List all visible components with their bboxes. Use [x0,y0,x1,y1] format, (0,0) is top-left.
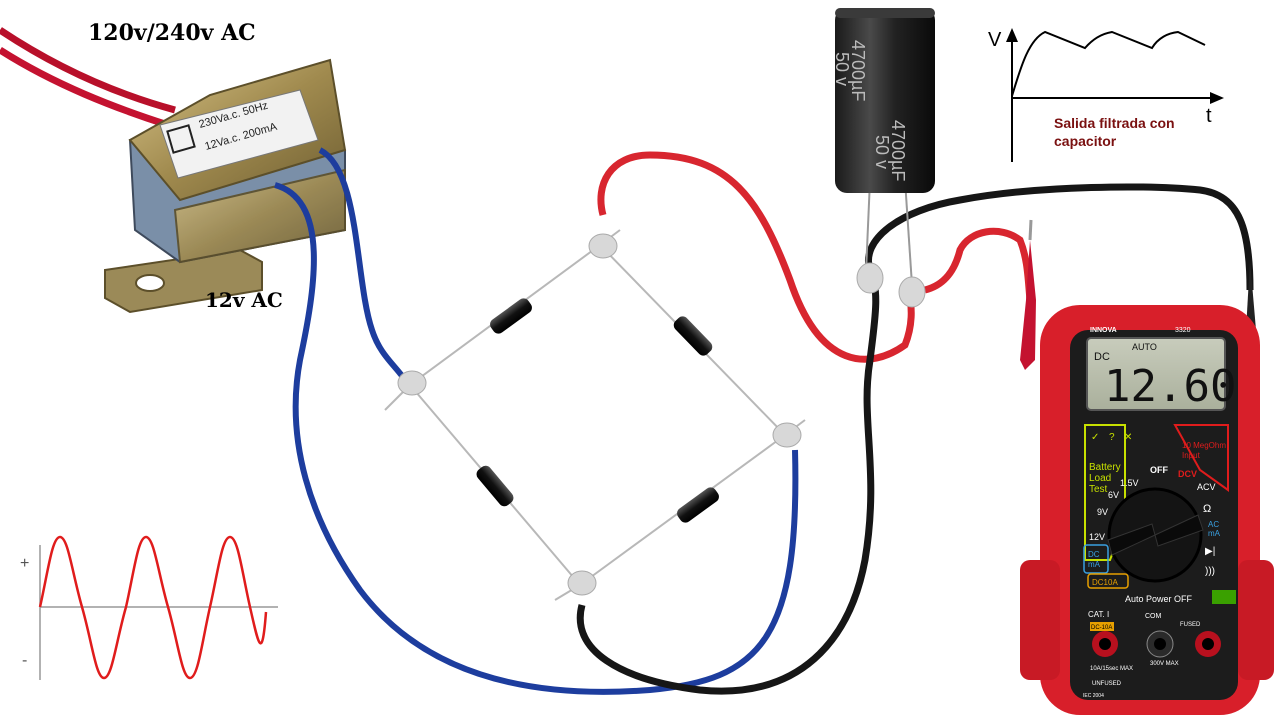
meter-brand: INNOVA [1090,327,1117,334]
acma-label-2: mA [1208,529,1221,538]
lcd-display [1086,337,1226,411]
cross-icon: ✕ [1124,432,1132,443]
secondary-wires [274,147,799,695]
dcma-label-2: mA [1088,560,1101,569]
range-1-5v: 1.5V [1120,478,1139,488]
dcv-label: DCV [1178,469,1197,479]
bridge-node-bottom [567,570,597,596]
range-6v: 6V [1108,490,1119,500]
diode-d3 [476,465,514,507]
acv-label: ACV [1197,482,1216,492]
color-code-badge [1212,590,1236,604]
auto-power-label: Auto Power OFF [1125,594,1193,604]
continuity-icon: ))) [1205,566,1215,577]
capacitor-value-1: 4700µF [848,40,868,101]
com-label: COM [1145,613,1162,620]
unfused-label: UNFUSED [1092,681,1122,687]
diode-bridge [384,229,806,601]
diode-d4 [677,487,719,523]
bridge-node-right [772,422,802,448]
jack-300v-spec: 300V MAX [1150,661,1179,667]
lcd-mode: DC [1094,351,1110,363]
fused-label: FUSED [1180,622,1201,628]
primary-wires [0,27,176,129]
battery-label-2: Load [1089,473,1111,484]
voltage-zone [1173,424,1229,492]
diode-test-icon: ▶| [1205,546,1215,557]
minus-label: - [22,652,27,669]
graph-caption-line1: Salida filtrada con [1054,115,1175,131]
red-probe [1020,240,1036,370]
lcd-auto: AUTO [1132,342,1157,352]
diode-d1 [490,298,532,334]
multimeter: INNOVA 3320 DC AUTO 12.60 ✓ ? ✕ Battery … [1020,219,1274,715]
question-icon: ? [1109,432,1115,443]
plus-label: + [20,555,29,572]
acma-label-1: AC [1208,520,1219,529]
mounting-hole-icon [135,274,165,292]
output-graph: V t Salida filtrada con capacitor [988,28,1224,162]
dc10a-label: DC10A [1092,578,1118,587]
x-axis-arrow-icon [1210,92,1224,104]
filtered-waveform [1011,30,1206,97]
ac-sine-waveform [38,535,268,680]
certification-logo-icon [166,124,196,154]
negative-wire [576,183,1254,695]
lcd-reading: 12.60 [1104,361,1236,412]
capacitor: 4700µF 50 v 4700µF 50 v [832,8,935,308]
check-icon: ✓ [1091,432,1099,443]
graph-x-label: t [1206,105,1212,127]
iec-label: IEC 2004 [1083,693,1104,699]
battery-label-3: Test [1089,484,1108,495]
input-voltage-label: 120v/240v AC [88,20,256,46]
transformer: 230Va.c. 50Hz 12Va.c. 200mA [104,58,347,314]
range-9v: 9V [1097,507,1108,517]
secondary-voltage-label: 12v AC [205,288,283,312]
meter-model: 3320 [1175,327,1191,334]
range-12v: 12V [1089,532,1105,542]
positive-probe-wire [923,227,1034,301]
bridge-node-left [397,370,427,396]
jack-10a-spec: 10A/15sec MAX [1090,666,1133,672]
capacitor-value-2: 4700µF [888,120,908,181]
y-axis-arrow-icon [1006,28,1018,42]
bridge-node-top [588,233,618,259]
capacitor-node-negative [856,262,884,294]
graph-caption-line2: capacitor [1054,133,1117,149]
capacitor-voltage-1: 50 v [832,52,852,86]
positive-output-wire [597,151,915,363]
dcma-label-1: DC [1088,550,1100,559]
capacitor-node-positive [898,276,926,308]
battery-label-1: Battery [1089,462,1121,473]
dc10a-jack-label: DC-10A [1091,625,1112,631]
megohm-label-2: Input [1182,451,1201,460]
graph-y-label: V [988,29,1002,51]
megohm-label-1: 10 MegOhm [1182,441,1226,450]
off-label: OFF [1150,465,1168,475]
diode-d2 [673,316,713,356]
cat-label: CAT. I [1088,610,1109,619]
ohm-label: Ω [1203,503,1211,515]
capacitor-voltage-2: 50 v [872,135,892,169]
input-sine-graph: + - [20,535,278,680]
